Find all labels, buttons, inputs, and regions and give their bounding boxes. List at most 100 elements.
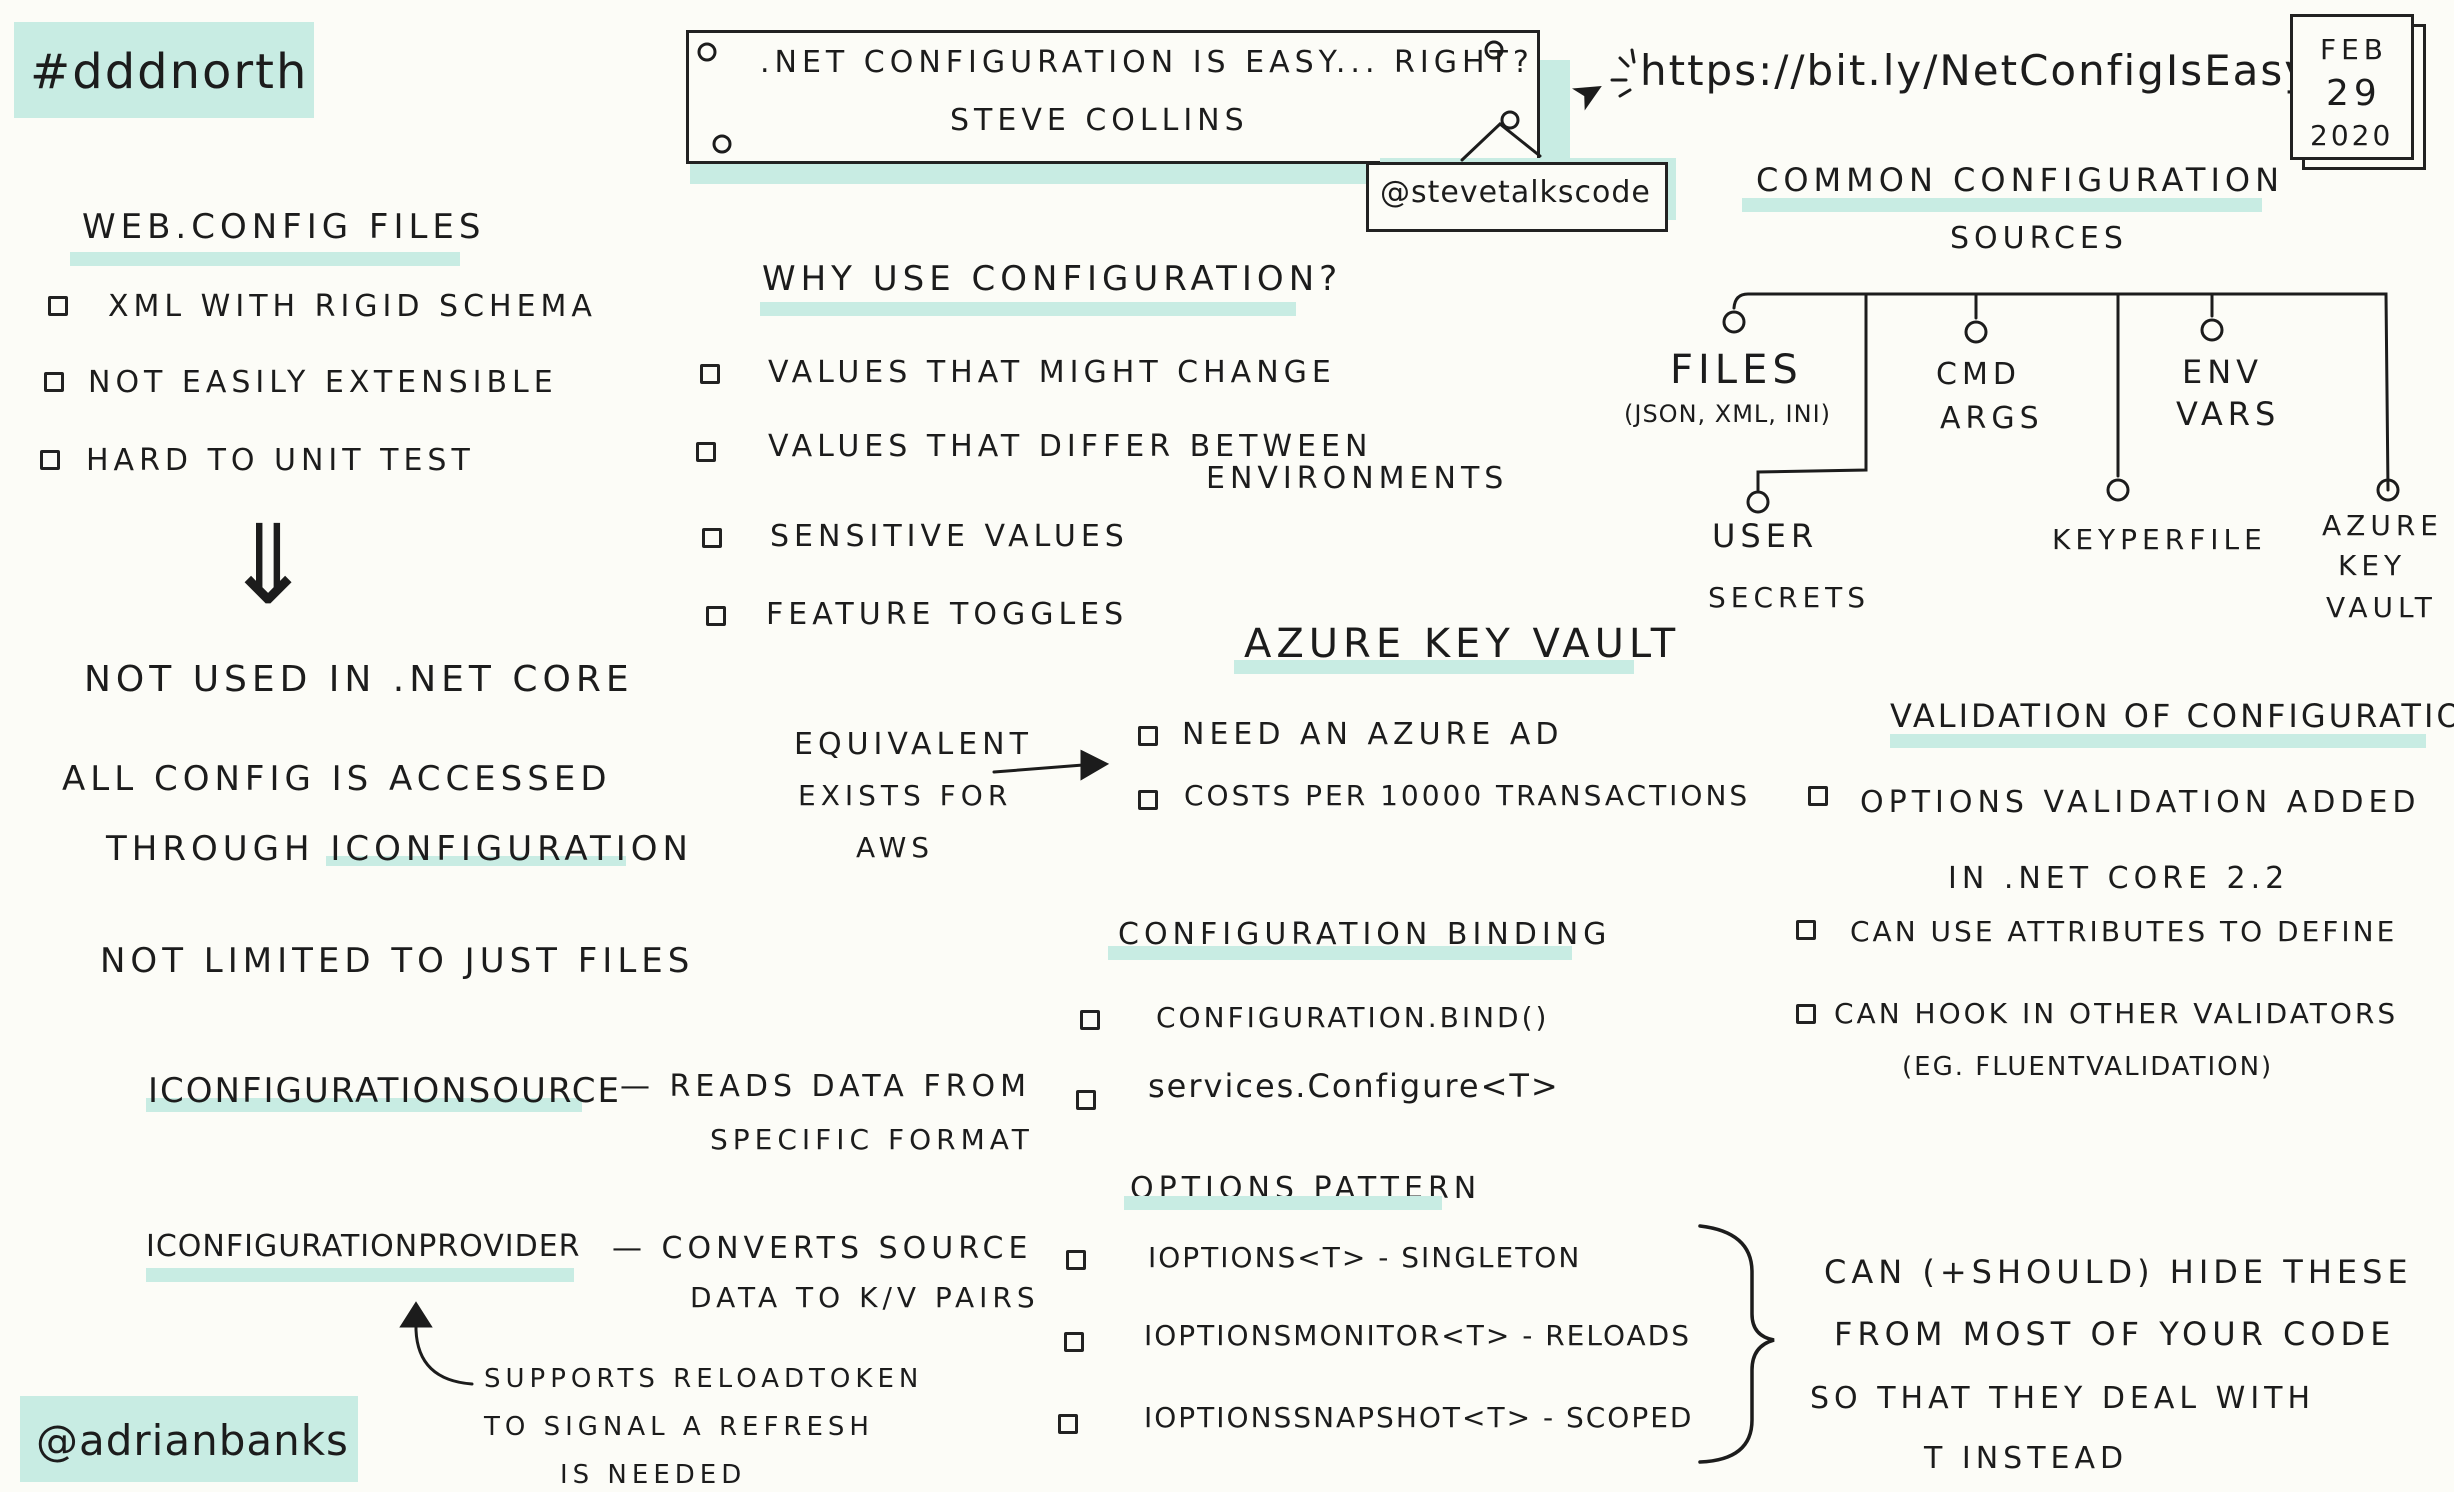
akv-item-1: NEED AN AZURE AD (1182, 717, 1564, 752)
hashtag: #dddnorth (30, 44, 309, 100)
provider-note-3: IS NEEDED (560, 1460, 747, 1490)
source-keyperfile: KEYPERFILE (2052, 523, 2267, 556)
options-note-4: T INSTEAD (1924, 1441, 2129, 1476)
sources-heading-2: SOURCES (1950, 221, 2128, 256)
source-desc-1: — READS DATA FROM (620, 1069, 1031, 1104)
options-underline (1124, 1196, 1442, 1210)
akv-item-2: COSTS PER 10000 TRANSACTIONS (1184, 779, 1751, 812)
options-item-2: IOPTIONSMONITOR<T> - RELOADS (1144, 1319, 1692, 1352)
checkbox-icon (700, 364, 720, 384)
akv-equiv-2: EXISTS FOR (798, 779, 1013, 812)
provider-desc-1: — CONVERTS SOURCE (612, 1231, 1033, 1266)
binding-underline (1108, 946, 1572, 960)
options-note-1: CAN (+SHOULD) HIDE THESE (1824, 1253, 2413, 1291)
validation-item-1: OPTIONS VALIDATION ADDED (1860, 785, 2421, 820)
down-arrow-icon: ⇓ (222, 501, 315, 629)
source-env-1: ENV (2182, 353, 2264, 391)
source-cmd-1: CMD (1936, 357, 2021, 392)
calendar-year: 2020 (2310, 119, 2394, 152)
binding-heading: CONFIGURATION BINDING (1118, 917, 1612, 952)
source-akv-3: VAULT (2326, 591, 2437, 624)
sources-tree (1732, 292, 2390, 492)
speaker-handle: @stevetalkscode (1380, 175, 1651, 210)
akv-equiv-1: EQUIVALENT (794, 727, 1033, 762)
binding-item-2: services.Configure<T> (1148, 1067, 1560, 1105)
checkbox-icon (696, 442, 716, 462)
why-heading: WHY USE CONFIGURATION? (762, 259, 1343, 299)
source-cmd-2: ARGS (1940, 401, 2044, 436)
equivalent-arrow (992, 762, 1098, 774)
checkbox-icon (48, 296, 68, 316)
validation-item-3: CAN HOOK IN OTHER VALIDATORS (1834, 997, 2399, 1030)
all-config-text-1: ALL CONFIG IS ACCESSED (62, 759, 612, 799)
mouse-cursor-icon: ➤ (1562, 64, 1615, 122)
options-item-3: IOPTIONSSNAPSHOT<T> - SCOPED (1144, 1401, 1694, 1434)
author-handle-highlight (20, 1396, 358, 1482)
why-item-2-cont: ENVIRONMENTS (1206, 461, 1509, 496)
validation-item-3-sub: (EG. FLUENTVALIDATION) (1902, 1052, 2274, 1082)
source-files-sub: (JSON, XML, INI) (1624, 400, 1832, 428)
not-limited-text: NOT LIMITED TO JUST FILES (100, 941, 695, 981)
options-note-2: FROM MOST OF YOUR CODE (1834, 1315, 2396, 1353)
why-item-2: VALUES THAT DIFFER BETWEEN (768, 429, 1373, 464)
web-config-item-3: HARD TO UNIT TEST (86, 443, 475, 478)
why-underline (760, 302, 1296, 316)
sparkle-icon (1610, 48, 1636, 98)
checkbox-icon (1064, 1332, 1084, 1352)
akv-underline (1234, 660, 1634, 674)
checkbox-icon (702, 528, 722, 548)
web-config-heading: WEB.CONFIG FILES (82, 207, 486, 247)
options-item-1: IOPTIONS<T> - SINGLETON (1148, 1241, 1582, 1274)
source-desc-2: SPECIFIC FORMAT (710, 1123, 1034, 1156)
checkbox-icon (706, 606, 726, 626)
options-note-3: SO THAT THEY DEAL WITH (1810, 1381, 2316, 1416)
source-user-1: USER (1712, 517, 1819, 555)
checkbox-icon (1138, 790, 1158, 810)
not-used-text: NOT USED IN .NET CORE (84, 659, 634, 700)
title-box (686, 30, 1540, 164)
speaker-name: STEVE COLLINS (950, 103, 1249, 138)
calendar-month: FEB (2320, 33, 2389, 66)
why-item-3: SENSITIVE VALUES (770, 519, 1129, 554)
iconfiguration-underline (326, 856, 626, 866)
all-config-text-2: THROUGH ICONFIGURATION (106, 829, 693, 869)
source-akv-1: AZURE (2322, 509, 2443, 542)
source-akv-2: KEY (2338, 549, 2407, 582)
checkbox-icon (1796, 920, 1816, 940)
speaker-handle-box (1366, 162, 1668, 232)
checkbox-icon (1808, 786, 1828, 806)
provider-note-2: TO SIGNAL A REFRESH (484, 1412, 874, 1442)
source-name: ICONFIGURATIONSOURCE (148, 1071, 622, 1111)
checkbox-icon (1080, 1010, 1100, 1030)
provider-name: ICONFIGURATIONPROVIDER (146, 1229, 581, 1264)
checkbox-icon (1066, 1250, 1086, 1270)
checkbox-icon (1138, 726, 1158, 746)
source-env-2: VARS (2176, 395, 2281, 433)
checkbox-icon (1796, 1004, 1816, 1024)
reloadtoken-arrow (414, 1314, 474, 1386)
talk-link[interactable]: https://bit.ly/NetConfigIsEasy (1640, 46, 2312, 95)
why-item-4: FEATURE TOGGLES (766, 597, 1129, 632)
checkbox-icon (1058, 1414, 1078, 1434)
validation-heading: VALIDATION OF CONFIGURATION (1890, 697, 2454, 735)
provider-desc-2: DATA TO K/V PAIRS (690, 1281, 1040, 1314)
why-item-1: VALUES THAT MIGHT CHANGE (768, 355, 1336, 390)
source-user-2: SECRETS (1708, 581, 1871, 614)
web-config-item-2: NOT EASILY EXTENSIBLE (88, 365, 558, 400)
checkbox-icon (1076, 1090, 1096, 1110)
source-files: FILES (1670, 347, 1803, 393)
hashtag-highlight (14, 22, 314, 118)
validation-underline (1890, 734, 2426, 748)
sources-underline (1742, 198, 2262, 212)
calendar-day: 29 (2326, 73, 2382, 114)
web-config-item-1: XML WITH RIGID SCHEMA (108, 289, 597, 324)
validation-item-2: CAN USE ATTRIBUTES TO DEFINE (1850, 915, 2398, 948)
talk-title: .NET CONFIGURATION IS EASY... RIGHT? (760, 45, 1534, 80)
akv-heading: AZURE KEY VAULT (1244, 621, 1681, 667)
validation-item-1-cont: IN .NET CORE 2.2 (1948, 861, 2290, 896)
sources-heading-1: COMMON CONFIGURATION (1756, 161, 2285, 199)
checkbox-icon (40, 450, 60, 470)
calendar-icon: FEB 29 2020 (2290, 14, 2426, 170)
source-underline (146, 1098, 582, 1112)
provider-note-1: SUPPORTS RELOADTOKEN (484, 1364, 924, 1394)
